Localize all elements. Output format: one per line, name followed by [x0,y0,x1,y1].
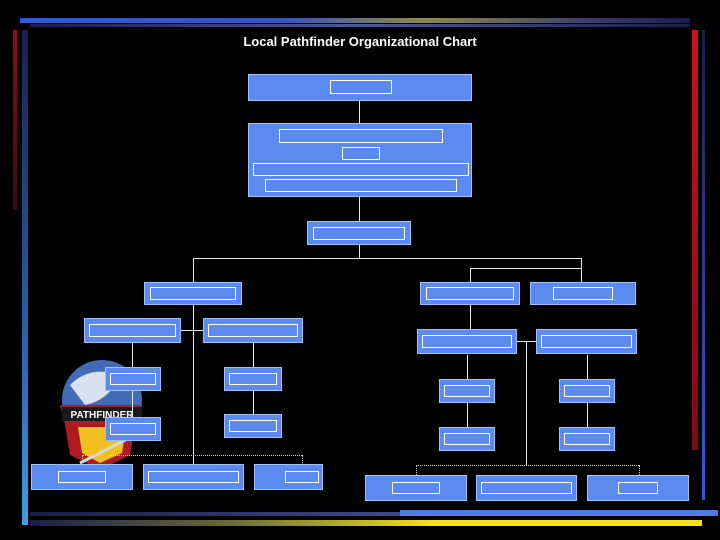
connector [467,355,468,380]
org-node-sub-8 [559,427,615,451]
connector [359,100,360,124]
chart-title: Local Pathfinder Organizational Chart [243,34,477,49]
org-node-council [248,123,472,197]
connector [467,402,468,427]
org-node-sub-3 [105,417,161,441]
connector [253,343,254,368]
org-node-bottom-2 [143,464,244,490]
dotted-connector [416,465,417,475]
org-node-unit-c [417,329,517,354]
right-frame-bar-blue [702,30,705,500]
dotted-connector [416,465,639,466]
connector [587,402,588,427]
connector [470,268,582,269]
org-node-sub-5 [439,379,495,403]
org-node-sub-2 [224,367,282,391]
svg-text:PATHFINDER: PATHFINDER [71,410,135,421]
org-node-bottom-4 [365,475,467,501]
org-node-sub-1 [105,367,161,391]
connector [359,197,360,221]
top-frame-bar [20,18,690,23]
org-node-unit-a [84,318,181,343]
org-node-secretary [530,282,636,305]
org-node-unit-b [203,318,303,343]
bottom-frame-bar-yellow [30,520,702,526]
dotted-connector [302,455,303,465]
connector [359,244,360,258]
top-frame-bar-2 [30,24,690,27]
org-node-bottom-3 [254,464,323,490]
left-frame-bar [22,30,28,525]
connector [132,390,133,418]
org-node-deputy-right [420,282,520,305]
org-node-unit-d [536,329,637,354]
org-node-top [248,74,472,101]
dotted-connector [639,465,640,475]
org-node-bottom-6 [587,475,689,501]
org-node-bottom-1 [31,464,133,490]
connector [526,341,527,466]
connector [193,258,581,259]
right-frame-bar-red [692,30,698,450]
org-node-sub-7 [439,427,495,451]
connector [253,390,254,415]
connector [132,343,133,368]
org-node-bottom-5 [476,475,577,501]
left-frame-bar-red [13,30,17,210]
connector [581,258,582,283]
org-node-director [307,221,411,245]
connector [180,330,204,331]
bottom-frame-bar-dark [30,512,400,516]
connector [470,268,471,283]
org-node-sub-4 [224,414,282,438]
dotted-connector [82,455,302,456]
dotted-connector [82,455,83,465]
connector [470,304,471,330]
org-node-deputy-left [144,282,242,305]
connector [193,258,194,283]
connector [587,355,588,380]
org-node-sub-6 [559,379,615,403]
bottom-frame-bar-blue [400,510,718,516]
connector [193,304,194,464]
